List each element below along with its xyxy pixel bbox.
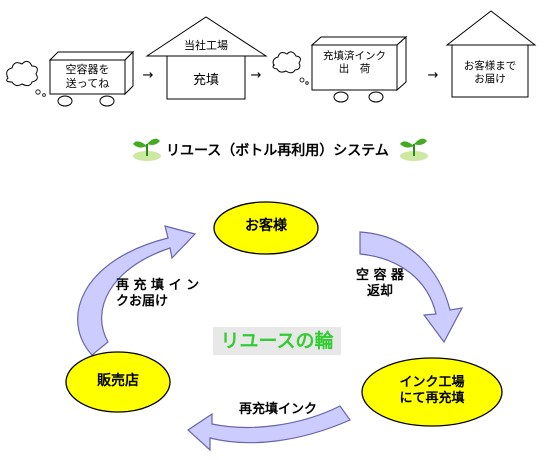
process-flow-graphics bbox=[6, 10, 537, 107]
sprout-icon-left bbox=[133, 138, 161, 161]
edge-shop-to-customer-label: 再 充 填 イ ン クお届け bbox=[116, 278, 200, 310]
step2-roof-label: 当社工場 bbox=[184, 39, 228, 52]
flow-arrow-3: → bbox=[427, 68, 439, 83]
edge-factory-to-shop-label: 再充填インク bbox=[238, 402, 317, 417]
system-title: リユース（ボトル再利用）システム bbox=[166, 143, 389, 159]
thought-bubble-2 bbox=[272, 51, 309, 85]
thought-bubble-1 bbox=[6, 60, 46, 97]
cycle-arrow-customer-to-factory bbox=[359, 231, 464, 344]
node-factory-label: インク工場 にて再充填 bbox=[399, 375, 465, 407]
node-shop-shape bbox=[65, 351, 171, 413]
cycle-arrow-factory-to-shop bbox=[187, 405, 351, 452]
step2-body-label: 充填 bbox=[192, 73, 219, 88]
sprout-icon-right bbox=[400, 138, 428, 161]
customer-house-shape bbox=[445, 10, 537, 98]
flow-arrow-1: → bbox=[142, 68, 154, 83]
truck-1 bbox=[48, 50, 135, 107]
node-customer-shape bbox=[213, 201, 319, 255]
center-reuse-ring-label: リユースの輪 bbox=[213, 327, 341, 355]
factory-house-shape bbox=[145, 16, 268, 100]
truck-2 bbox=[310, 35, 408, 103]
node-shop-label: 販売店 bbox=[97, 373, 139, 389]
edge-customer-to-factory-label: 空 容 器 返却 bbox=[355, 268, 405, 300]
step1-label: 空容器を 送ってね bbox=[65, 63, 110, 90]
node-customer-label: お客様 bbox=[245, 218, 287, 234]
flow-arrow-2: → bbox=[250, 68, 262, 83]
step3-label: 充填済インク 出 荷 bbox=[323, 50, 386, 76]
node-factory-shape bbox=[361, 357, 503, 427]
cycle-graphics bbox=[65, 201, 503, 452]
cycle-arrow-shop-to-customer bbox=[77, 225, 197, 356]
step4-label: お客様まで お届け bbox=[463, 60, 517, 86]
